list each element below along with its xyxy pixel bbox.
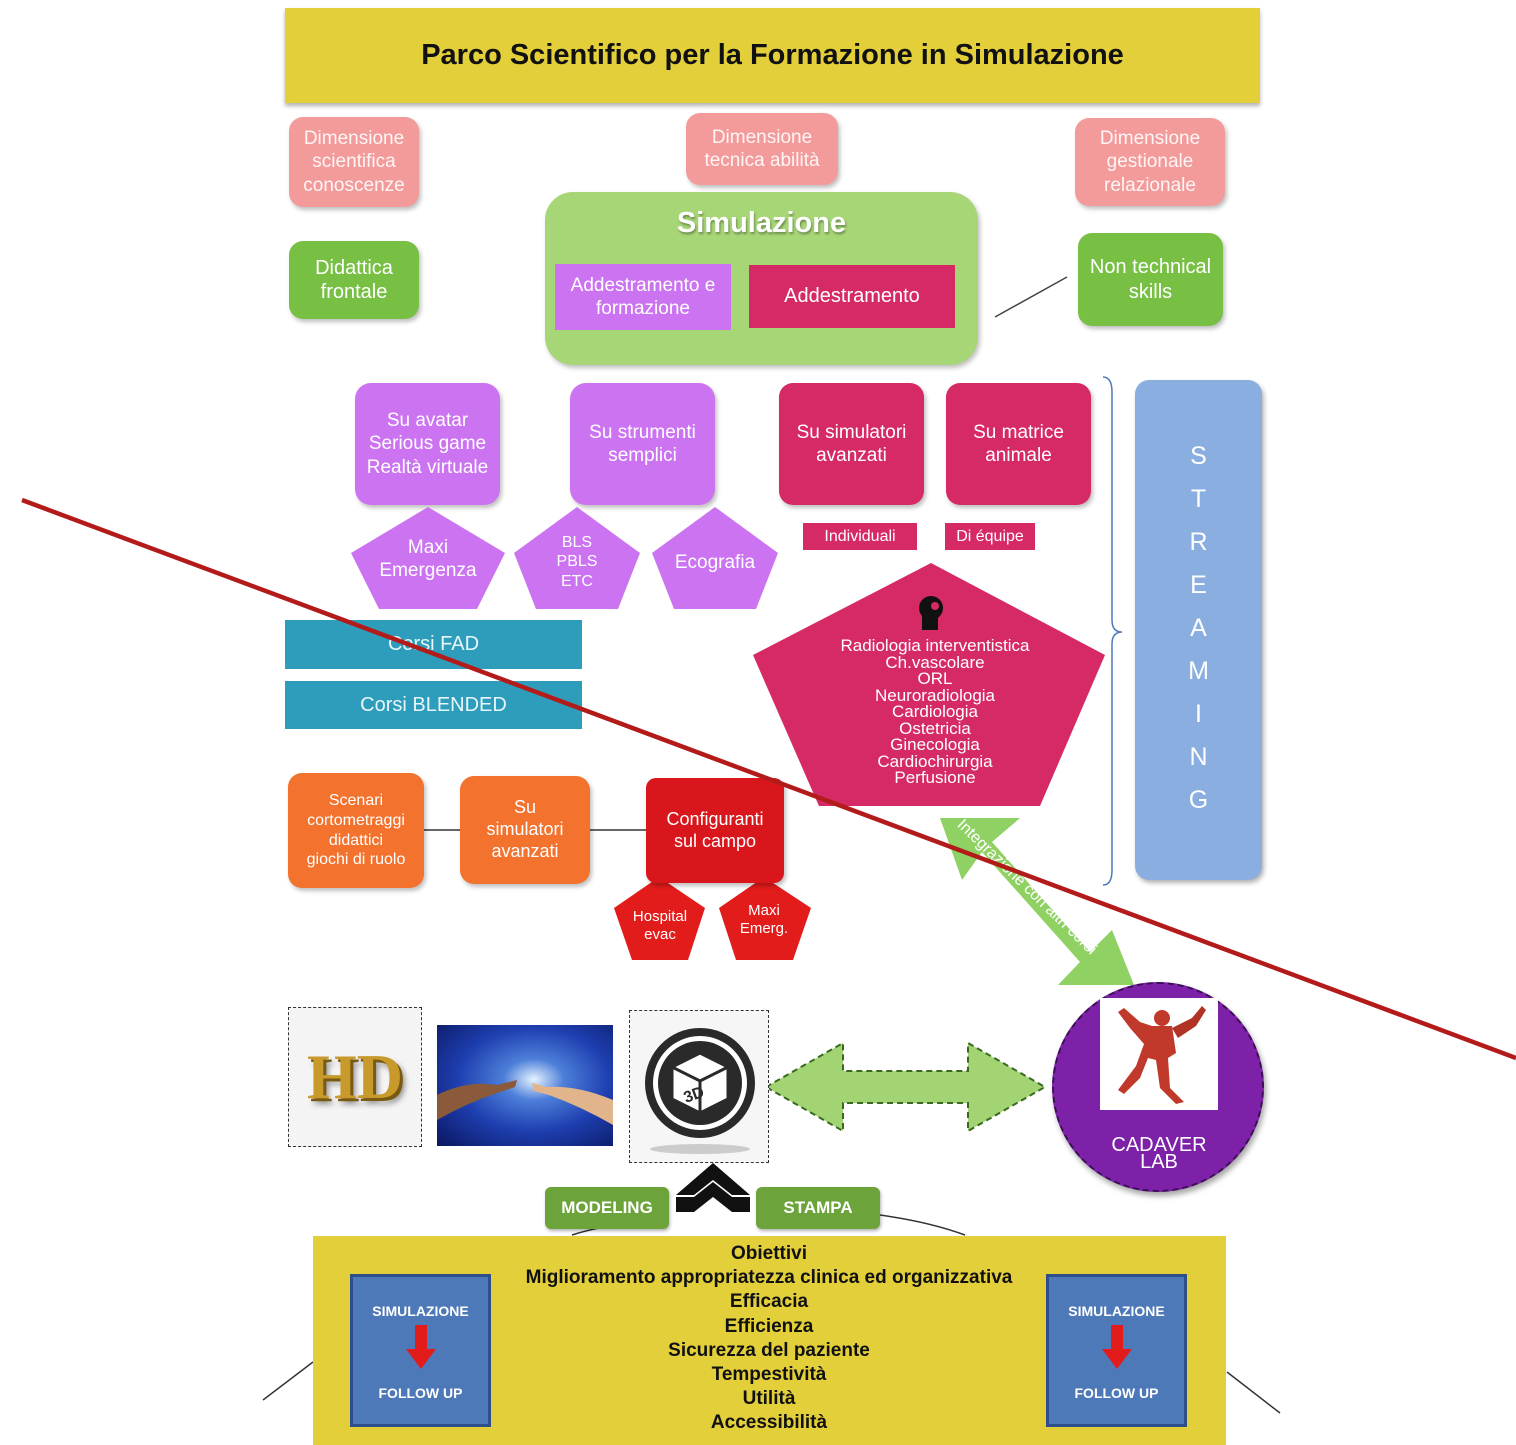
hospital-evac-label: Hospital evac [632, 907, 688, 943]
su-simulatori-avanzati: Su simulatori avanzati [779, 383, 924, 505]
side-line-left [262, 1361, 314, 1401]
cadaver-lab-circle: CADAVER LAB [1052, 982, 1264, 1192]
objective-item: Accessibilità [710, 1412, 828, 1434]
scenari-box: Scenari cortometraggi didattici giochi d… [288, 773, 424, 888]
streaming-letter: N [1189, 743, 1208, 771]
objective-item: Obiettivi [730, 1243, 807, 1264]
objective-item: Sicurezza del paziente [668, 1339, 870, 1361]
objective-item: Efficacia [729, 1291, 809, 1313]
print-3d-image: 3D [629, 1010, 769, 1163]
side-line-right [1226, 1371, 1281, 1414]
su-strumenti-semplici: Su strumenti semplici [570, 383, 715, 505]
streaming-letter: A [1190, 614, 1207, 642]
hands-icon [437, 1080, 613, 1125]
specialty-item: Perfusione [894, 768, 976, 787]
streaming-letter: G [1188, 786, 1209, 814]
objective-item: Efficienza [724, 1315, 814, 1337]
muscle-figure-icon [1118, 1006, 1206, 1104]
streaming-panel: S T R E A M I N G [1135, 380, 1262, 880]
up-arrow-icon [676, 1163, 750, 1195]
simulazione-title: Simulazione [676, 207, 847, 240]
streaming-letter: T [1190, 485, 1207, 513]
su-avatar: Su avatar Serious game Realtà virtuale [355, 383, 500, 505]
streaming-letter: M [1188, 657, 1209, 685]
cadaver-lab-label: CADAVER LAB [1111, 1134, 1207, 1173]
configuranti-box: Configuranti sul campo [646, 778, 784, 883]
page-title: Parco Scientifico per la Formazione in S… [421, 38, 1124, 71]
streaming-brace [1102, 376, 1123, 886]
followup-box-right: SIMULAZIONE FOLLOW UP [1046, 1274, 1187, 1427]
title-banner: Parco Scientifico per la Formazione in S… [285, 8, 1260, 103]
down-arrow-icon [406, 1325, 436, 1369]
didattica-frontale: Didattica frontale [289, 241, 419, 319]
followup-bottom-label: FOLLOW UP [1074, 1385, 1159, 1401]
followup-bottom-label: FOLLOW UP [378, 1385, 463, 1401]
followup-top-label: SIMULAZIONE [1068, 1303, 1165, 1319]
maxi-emerg-label: Maxi Emerg. [739, 901, 789, 937]
streaming-letter: S [1190, 442, 1207, 470]
hd-image: HD [288, 1007, 422, 1147]
ecografia-label: Ecografia [674, 552, 756, 574]
corsi-blended: Corsi BLENDED [285, 681, 582, 729]
dimensione-scientifica: Dimensione scientifica conoscenze [289, 117, 419, 207]
addestramento-formazione: Addestramento e formazione [555, 264, 731, 330]
objectives-list: Obiettivi Miglioramento appropriatezza c… [463, 1242, 1075, 1436]
maxi-emergenza-label: Maxi Emergenza [379, 536, 477, 581]
corsi-fad: Corsi FAD [285, 620, 582, 669]
streaming-letter: R [1189, 528, 1208, 556]
streaming-letter: I [1195, 700, 1202, 728]
streaming-letter: E [1190, 571, 1207, 599]
followup-top-label: SIMULAZIONE [372, 1303, 469, 1319]
non-technical-skills: Non technical skills [1078, 233, 1223, 326]
objective-item: Miglioramento appropriatezza clinica ed … [525, 1267, 1013, 1289]
cube-3d-icon: 3D [645, 1028, 755, 1154]
anatomy-image [1100, 998, 1218, 1110]
su-matrice-animale: Su matrice animale [946, 383, 1091, 505]
specialties-list: Radiologia interventistica Ch.vascolare … [800, 637, 1070, 788]
objectives-banner: Obiettivi Miglioramento appropriatezza c… [313, 1236, 1226, 1445]
dimensione-tecnica: Dimensione tecnica abilità [686, 113, 838, 185]
robot-hand-image [437, 1025, 613, 1146]
simulazione-panel: Simulazione Addestramento e formazione A… [545, 192, 978, 365]
bls-label: BLS PBLS ETC [556, 534, 598, 590]
down-arrow-icon [1102, 1325, 1132, 1369]
su-simulatori-avanzati-orange: Su simulatori avanzati [460, 776, 590, 884]
objective-item: Utilità [742, 1388, 796, 1410]
dashed-double-arrow [763, 1041, 1048, 1133]
dimensione-gestionale: Dimensione gestionale relazionale [1075, 118, 1225, 206]
objective-item: Tempestività [711, 1364, 827, 1386]
stampa-badge: STAMPA [756, 1187, 880, 1229]
modeling-badge: MODELING [545, 1187, 669, 1229]
hd-logo-text: HD [307, 1041, 403, 1112]
connector-line [994, 276, 1068, 318]
followup-box-left: SIMULAZIONE FOLLOW UP [350, 1274, 491, 1427]
addestramento: Addestramento [749, 265, 955, 328]
curve-line-right [879, 1214, 966, 1236]
cube-3d-label: 3D [682, 1084, 707, 1107]
